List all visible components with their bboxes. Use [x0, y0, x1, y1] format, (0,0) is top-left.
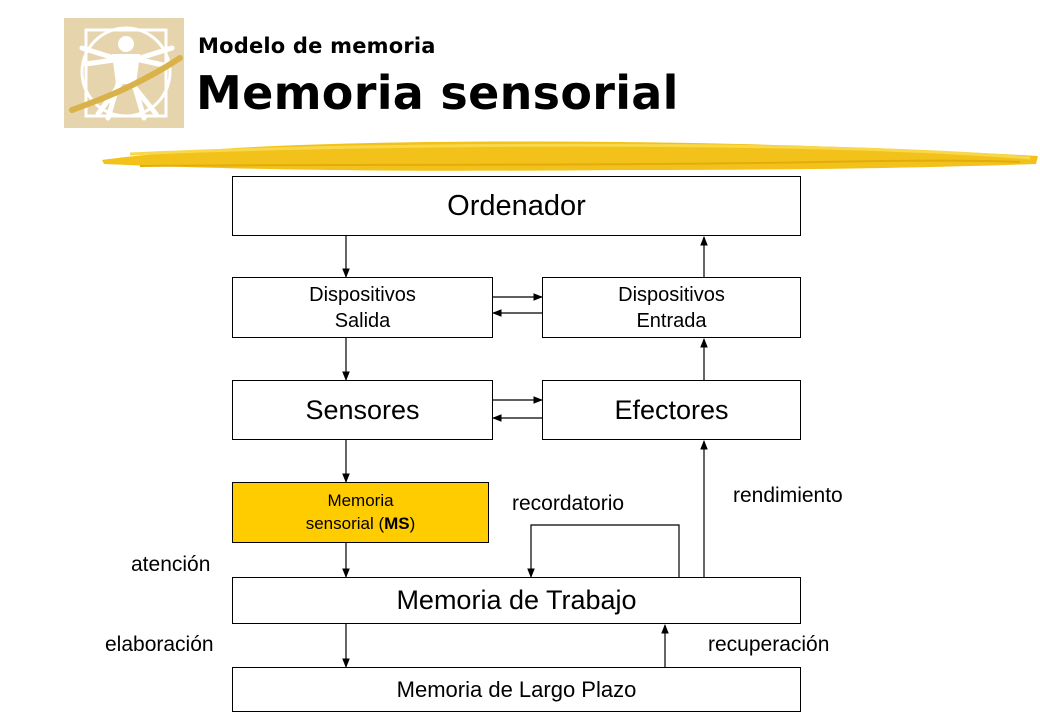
- ms-line2-pre: sensorial (: [305, 513, 385, 533]
- page-title: Memoria sensorial: [196, 66, 679, 120]
- elaboracion-label: elaboración: [105, 633, 214, 656]
- ordenador-box: Ordenador: [232, 176, 801, 236]
- rendimiento-label: rendimiento: [733, 484, 843, 507]
- efectores-box: Efectores: [542, 380, 801, 440]
- recuperacion-label: recuperación: [708, 633, 830, 656]
- ms-abbrev: MS: [384, 513, 410, 533]
- ordenador-label: Ordenador: [447, 189, 586, 222]
- vitruvian-man-icon: [64, 18, 184, 128]
- atencion-label: atención: [131, 553, 211, 576]
- entrada-line2: Entrada: [636, 309, 707, 332]
- salida-line2: Salida: [334, 309, 391, 332]
- recordatorio-label: recordatorio: [512, 492, 625, 515]
- dispositivos-salida-box: Dispositivos Salida: [232, 277, 493, 338]
- ms-line2-post: ): [409, 513, 416, 533]
- ms-line1: Memoria: [327, 491, 394, 511]
- brush-stroke: [102, 141, 1038, 171]
- efectores-label: Efectores: [614, 394, 729, 425]
- memoria-trabajo-box: Memoria de Trabajo: [232, 577, 801, 624]
- salida-line1: Dispositivos: [309, 283, 416, 306]
- ms-line2: sensorial (MS): [306, 513, 416, 535]
- subtitle: Modelo de memoria: [198, 34, 436, 58]
- memoria-sensorial-box: Memoria sensorial (MS): [232, 482, 489, 543]
- dispositivos-entrada-box: Dispositivos Entrada: [542, 277, 801, 338]
- vitruvian-logo: [64, 18, 184, 128]
- sensores-label: Sensores: [305, 394, 420, 425]
- trabajo-label: Memoria de Trabajo: [396, 585, 637, 615]
- arrow-recordatorio-loop: [527, 524, 680, 578]
- entrada-line1: Dispositivos: [618, 283, 725, 306]
- memoria-largo-plazo-box: Memoria de Largo Plazo: [232, 667, 801, 712]
- largo-plazo-label: Memoria de Largo Plazo: [396, 676, 637, 702]
- sensores-box: Sensores: [232, 380, 493, 440]
